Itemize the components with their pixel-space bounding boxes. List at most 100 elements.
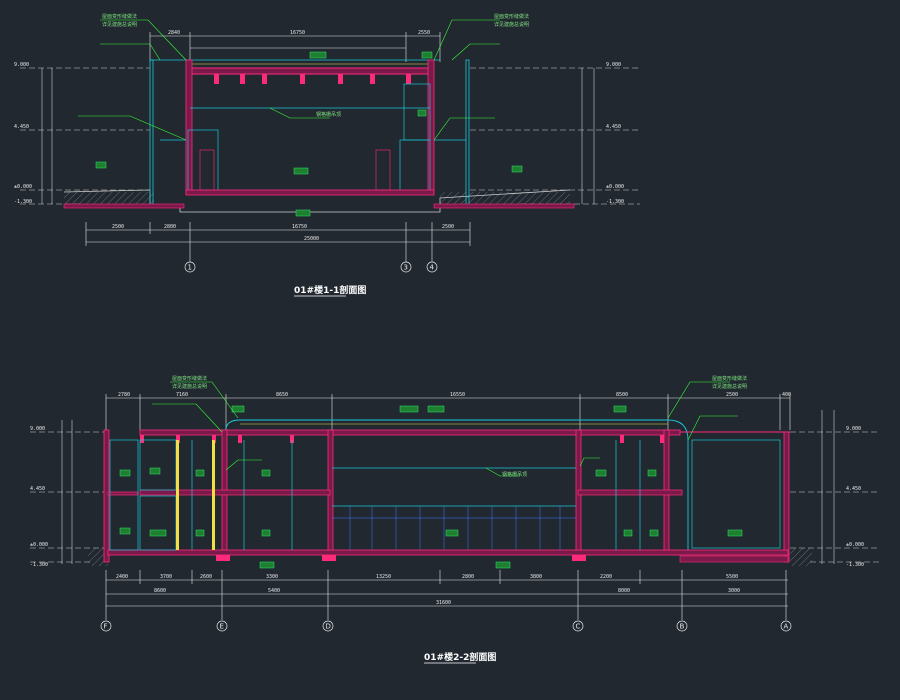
s1-axis-4: 4	[430, 264, 435, 272]
s2-dim-mid-1: 2400	[116, 574, 128, 580]
s2-dim-bot-2: 5400	[268, 588, 280, 594]
s2-curtain-wall	[332, 506, 576, 550]
s1-dim-bot-2: 2800	[164, 224, 176, 230]
s2-leaders	[152, 381, 738, 477]
s2-dim-mid-9: 5500	[726, 574, 738, 580]
s1-level-right-9000: 9.000	[606, 62, 621, 68]
s2-footings	[216, 555, 586, 561]
s2-axis-c: C	[576, 623, 581, 631]
section-2-drawing: 2780 7160 8650 16550 8500 2500 400 9.000…	[30, 375, 880, 664]
s2-dim-mid-8: 2200	[600, 574, 612, 580]
s1-level-right-neg: -1.300	[606, 199, 624, 205]
s2-level-right-neg: -1.300	[846, 562, 864, 568]
s2-level-right-4450: 4.450	[846, 486, 861, 492]
s2-ground-hatch-right	[790, 548, 812, 566]
s1-bottom-dimension	[85, 222, 471, 262]
s1-axis-1: 1	[188, 264, 192, 272]
s2-roof	[139, 419, 790, 552]
s1-note-left-2: 详见建施总说明	[102, 21, 137, 28]
s2-level-right-9000: 9.000	[846, 426, 861, 432]
s1-room-tags	[95, 51, 523, 217]
s2-dim-total: 31600	[436, 600, 451, 606]
s1-level-right-4450: 4.450	[606, 124, 621, 130]
s2-dim-mid-2: 3700	[160, 574, 172, 580]
s2-level-left-000: ±0.000	[30, 542, 48, 548]
section-1-title: 01#楼1-1剖面图	[294, 284, 366, 296]
s1-doors	[199, 149, 391, 191]
s1-ground-hatch-left	[64, 192, 154, 206]
s2-room-tags	[119, 405, 743, 569]
s1-note-right-1: 屋面变形缝做法	[494, 13, 529, 20]
s1-level-left-9000: 9.000	[14, 62, 29, 68]
s1-level-right-000: ±0.000	[606, 184, 624, 190]
s2-dim-mid-7: 3800	[530, 574, 542, 580]
s1-level-left-neg: -1.300	[14, 199, 32, 205]
section-1-dim-top-2: 16750	[290, 30, 305, 36]
s2-bottom-dimension	[105, 570, 788, 620]
s1-leaders	[78, 19, 500, 141]
s1-axis-3: 3	[404, 264, 408, 272]
s2-columns	[176, 440, 215, 550]
s1-note-right-2: 详见建施总说明	[494, 21, 529, 28]
s1-dim-bot-3: 16750	[292, 224, 307, 230]
s2-dim-bot-4: 3000	[728, 588, 740, 594]
s1-floor-slab	[185, 189, 435, 196]
s1-dim-bot-4: 2500	[442, 224, 454, 230]
s2-dim-top-2: 7160	[176, 392, 188, 398]
s2-dim-mid-5: 13250	[376, 574, 391, 580]
s2-dim-top-7: 400	[782, 392, 791, 398]
s1-ground-hatch-right	[440, 192, 570, 206]
s2-level-left-neg: -1.300	[30, 562, 48, 568]
section-1-top-dimension	[149, 32, 441, 62]
s2-note-left-2: 详见建施总说明	[172, 383, 207, 390]
s2-axis-d: D	[326, 623, 331, 631]
s2-level-left-4450: 4.450	[30, 486, 45, 492]
s2-walls	[103, 429, 790, 563]
s2-dim-bot-3: 8000	[618, 588, 630, 594]
section-1-drawing: 2840 16750 2550 9.000 4.450 ±0.000 -1.30…	[14, 13, 640, 297]
s2-dim-top-5: 8500	[616, 392, 628, 398]
s2-beams	[140, 435, 664, 443]
section-1-right-level-scale	[470, 67, 640, 205]
s2-axis-f: F	[104, 623, 108, 631]
s1-level-left-000: ±0.000	[14, 184, 32, 190]
s2-dim-top-1: 2780	[118, 392, 130, 398]
s2-dim-mid-3: 2600	[200, 574, 212, 580]
s2-note-right-2: 详见建施总说明	[712, 383, 747, 390]
s2-axis-bubbles	[100, 620, 792, 632]
s2-dim-mid-4: 3300	[266, 574, 278, 580]
s2-ground-slab	[107, 549, 789, 556]
s1-walls	[149, 59, 470, 207]
s2-dim-bot-1: 8600	[154, 588, 166, 594]
s2-ground-hatch-left	[88, 548, 108, 566]
s2-axis-a: A	[784, 623, 789, 631]
section-1-left-level-scale	[20, 67, 150, 205]
s2-dim-top-6: 2500	[726, 392, 738, 398]
s1-axis-bubbles	[184, 261, 438, 273]
s2-axis-b: B	[680, 623, 685, 631]
section-2-title: 01#楼2-2剖面图	[424, 651, 496, 663]
s1-level-left-4450: 4.450	[14, 124, 29, 130]
s2-dim-top-3: 8650	[276, 392, 288, 398]
s2-axis-e: E	[220, 623, 224, 631]
s2-note-right-1: 屋面变形缝做法	[712, 375, 747, 382]
s2-dim-mid-6: 2800	[462, 574, 474, 580]
s2-ground-slab-right	[679, 555, 789, 563]
s1-roof	[150, 59, 440, 84]
section-1-dim-top-3: 2550	[418, 30, 430, 36]
s1-floor-left	[63, 203, 185, 209]
s2-note-left-1: 屋面变形缝做法	[172, 375, 207, 382]
s2-mid-slabs	[107, 489, 683, 496]
section-1-dim-top-1: 2840	[168, 30, 180, 36]
s2-note-ceiling: 钢格栅吊顶	[502, 471, 527, 478]
s2-dim-top-4: 16550	[450, 392, 465, 398]
s2-level-left-9000: 9.000	[30, 426, 45, 432]
s2-top-dimension	[105, 394, 791, 430]
s1-dim-total: 25000	[304, 236, 319, 242]
s1-note-left-1: 屋面变形缝做法	[102, 13, 137, 20]
s1-interior-lines	[160, 83, 466, 195]
s1-floor-right	[433, 203, 575, 209]
s1-note-ceiling: 钢格栅吊顶	[316, 111, 341, 118]
s2-level-right-000: ±0.000	[846, 542, 864, 548]
